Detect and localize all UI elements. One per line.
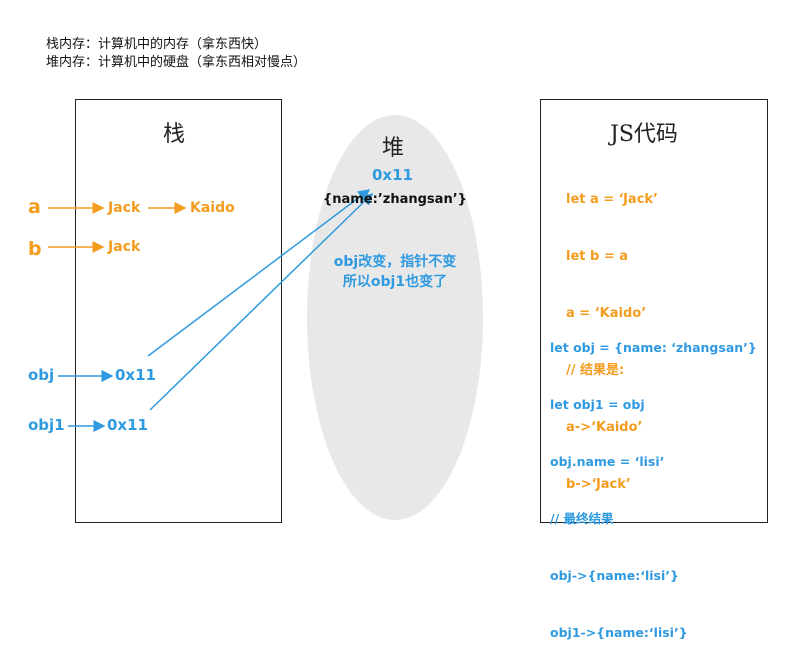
arrows-layer <box>48 189 374 432</box>
code-line: obj->{name:‘lisi’} <box>550 568 679 583</box>
code-line: // 最终结果 <box>550 511 614 526</box>
code-line: // 结果是: <box>566 363 625 378</box>
note-stack-memory: 栈内存：计算机中的内存（拿东西快） <box>46 37 268 52</box>
code-line: let a = ‘Jack’ <box>566 192 658 207</box>
code-line: let b = a <box>566 249 629 264</box>
obj-address: 0x11 <box>115 366 156 384</box>
code-box <box>540 99 768 523</box>
code-block-reference: let obj = {name: ‘zhangsan’} let obj1 = … <box>550 300 757 661</box>
var-a-label: a <box>28 196 41 218</box>
var-b-label: b <box>28 238 42 260</box>
code-line: let obj1 = obj <box>550 397 645 412</box>
stack-title: 栈 <box>163 122 186 147</box>
heap-address: 0x11 <box>372 166 413 184</box>
arrow-obj-to-heap <box>147 189 371 357</box>
code-line: b->‘Jack’ <box>566 477 631 492</box>
stack-box <box>75 99 282 523</box>
a-value-old: Jack <box>108 200 141 216</box>
heap-note-line1: obj改变，指针不变 <box>333 254 457 270</box>
code-line: obj.name = ‘lisi’ <box>550 454 665 469</box>
heap-note: obj改变，指针不变 所以obj1也变了 <box>309 252 481 292</box>
obj1-address: 0x11 <box>107 416 148 434</box>
heap-title: 堆 <box>382 136 405 161</box>
code-line: let obj = {name: ‘zhangsan’} <box>550 340 757 355</box>
note-heap-memory: 堆内存：计算机中的硬盘（拿东西相对慢点） <box>46 55 307 70</box>
a-value-new: Kaido <box>190 200 235 216</box>
code-line: a->‘Kaido’ <box>566 420 643 435</box>
heap-object: {name:’zhangsan’} <box>323 192 467 207</box>
heap-note-line2: 所以obj1也变了 <box>342 274 448 290</box>
code-line: obj1->{name:‘lisi’} <box>550 625 688 640</box>
var-obj1-label: obj1 <box>28 416 65 434</box>
b-value: Jack <box>108 239 141 255</box>
notes: 栈内存：计算机中的内存（拿东西快） 堆内存：计算机中的硬盘（拿东西相对慢点） <box>46 36 306 72</box>
code-title: JS代码 <box>610 122 678 147</box>
arrow-obj1-to-heap <box>149 192 374 411</box>
heap-ellipse <box>307 115 483 520</box>
code-line: a = ‘Kaido’ <box>566 306 647 321</box>
code-block-primitive: let a = ‘Jack’ let b = a a = ‘Kaido’ // … <box>566 152 658 513</box>
var-obj-label: obj <box>28 366 55 384</box>
